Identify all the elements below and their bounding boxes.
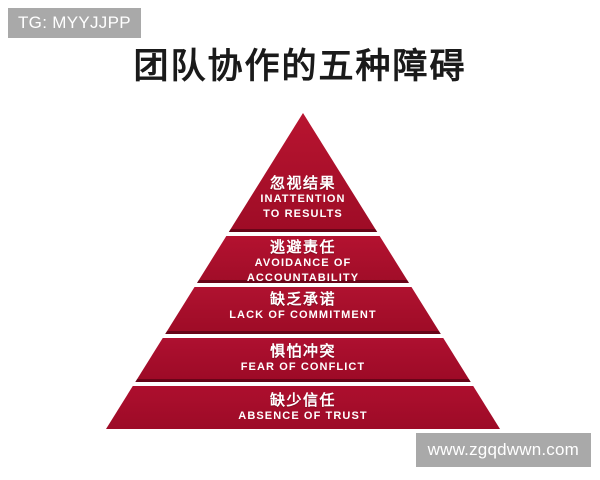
pyramid-level-2-shape [197, 236, 409, 283]
pyramid-level-3-edge [165, 331, 441, 334]
pyramid-level-3-shape [165, 287, 441, 334]
pyramid-level-5-shape [106, 386, 500, 429]
watermark-bottom-right: www.zgqdwwn.com [415, 433, 591, 467]
pyramid-level-4-shape [135, 338, 471, 382]
pyramid-level-inattention-to-results: 忽视结果 INATTENTION TO RESULTS [106, 113, 500, 232]
pyramid-level-4-edge [135, 379, 471, 382]
pyramid-level-1-edge [228, 229, 378, 232]
pyramid-level-absence-of-trust: 缺少信任 ABSENCE OF TRUST [106, 386, 500, 429]
watermark-top-left: TG: MYYJJPP [8, 8, 141, 38]
pyramid-level-avoidance-of-accountability: 逃避责任 AVOIDANCE OF ACCOUNTABILITY [106, 236, 500, 284]
pyramid-level-1-shape [228, 113, 378, 232]
pyramid-level-fear-of-conflict: 惧怕冲突 FEAR OF CONFLICT [106, 338, 500, 382]
pyramid-diagram: 忽视结果 INATTENTION TO RESULTS 逃避责任 AVOIDAN… [106, 113, 500, 429]
page-title: 团队协作的五种障碍 [133, 47, 467, 86]
pyramid-level-2-edge [197, 280, 409, 283]
pyramid-level-lack-of-commitment: 缺乏承诺 LACK OF COMMITMENT [106, 287, 500, 334]
